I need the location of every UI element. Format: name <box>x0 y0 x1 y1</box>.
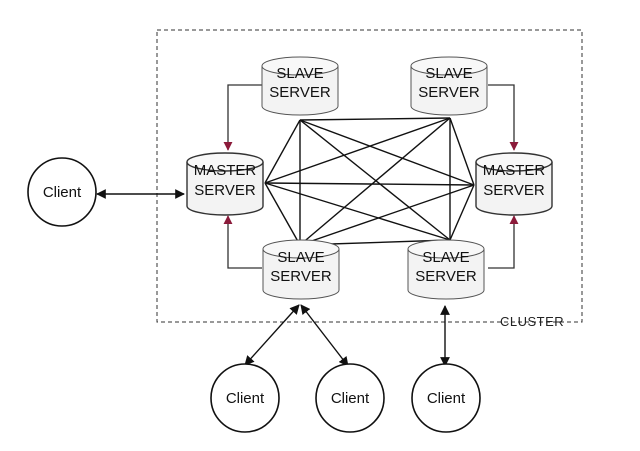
replication-arrow-top-right <box>488 84 519 151</box>
mesh-connections <box>264 117 475 246</box>
node-label-line2: SERVER <box>483 182 545 199</box>
client-link-bottom-left <box>244 304 300 366</box>
client-bottom-right: Client <box>411 363 481 433</box>
mesh-link <box>264 117 451 184</box>
node-label-line2: SERVER <box>418 84 480 101</box>
node-label-line2: SERVER <box>194 182 256 199</box>
client-bottom-middle: Client <box>315 363 385 433</box>
slave-server-bottom-right: SLAVE SERVER <box>407 239 485 300</box>
mesh-link <box>264 182 301 246</box>
client-connections <box>96 189 450 367</box>
node-label-line1: MASTER <box>194 162 257 179</box>
replication-arrow-bottom-right <box>488 215 519 269</box>
replication-arrows <box>223 84 519 269</box>
client-left: Client <box>27 157 97 227</box>
client-label: Client <box>331 390 370 407</box>
node-label-line2: SERVER <box>270 268 332 285</box>
mesh-link <box>264 182 451 241</box>
mesh-link <box>299 119 451 241</box>
slave-server-top-right: SLAVE SERVER <box>410 56 488 116</box>
mesh-link <box>299 117 451 246</box>
mesh-link <box>299 117 451 121</box>
cluster-label: CLUSTER <box>500 314 564 329</box>
mesh-link <box>299 119 475 186</box>
mesh-link <box>299 184 475 246</box>
replication-arrow-bottom-left <box>223 215 262 269</box>
node-label-line1: SLAVE <box>276 65 323 82</box>
mesh-link <box>264 182 475 186</box>
slave-server-top-left: SLAVE SERVER <box>261 56 339 116</box>
client-label: Client <box>43 184 82 201</box>
node-label-line1: SLAVE <box>422 249 469 266</box>
master-server-right: MASTER SERVER <box>475 152 553 216</box>
mesh-link <box>449 184 475 241</box>
replication-arrow-top-left <box>223 84 262 151</box>
cluster-boundary <box>156 29 583 323</box>
master-server-left: MASTER SERVER <box>186 152 264 216</box>
node-label-line1: SLAVE <box>425 65 472 82</box>
client-label: Client <box>427 390 466 407</box>
node-label-line1: MASTER <box>483 162 546 179</box>
client-link-bottom-middle <box>300 304 349 367</box>
slave-server-bottom-left: SLAVE SERVER <box>262 239 340 300</box>
node-label-line2: SERVER <box>415 268 477 285</box>
node-label-line1: SLAVE <box>277 249 324 266</box>
node-label-line2: SERVER <box>269 84 331 101</box>
client-label: Client <box>226 390 265 407</box>
mesh-link <box>264 119 301 184</box>
mesh-link <box>449 117 475 186</box>
client-bottom-left: Client <box>210 363 280 433</box>
